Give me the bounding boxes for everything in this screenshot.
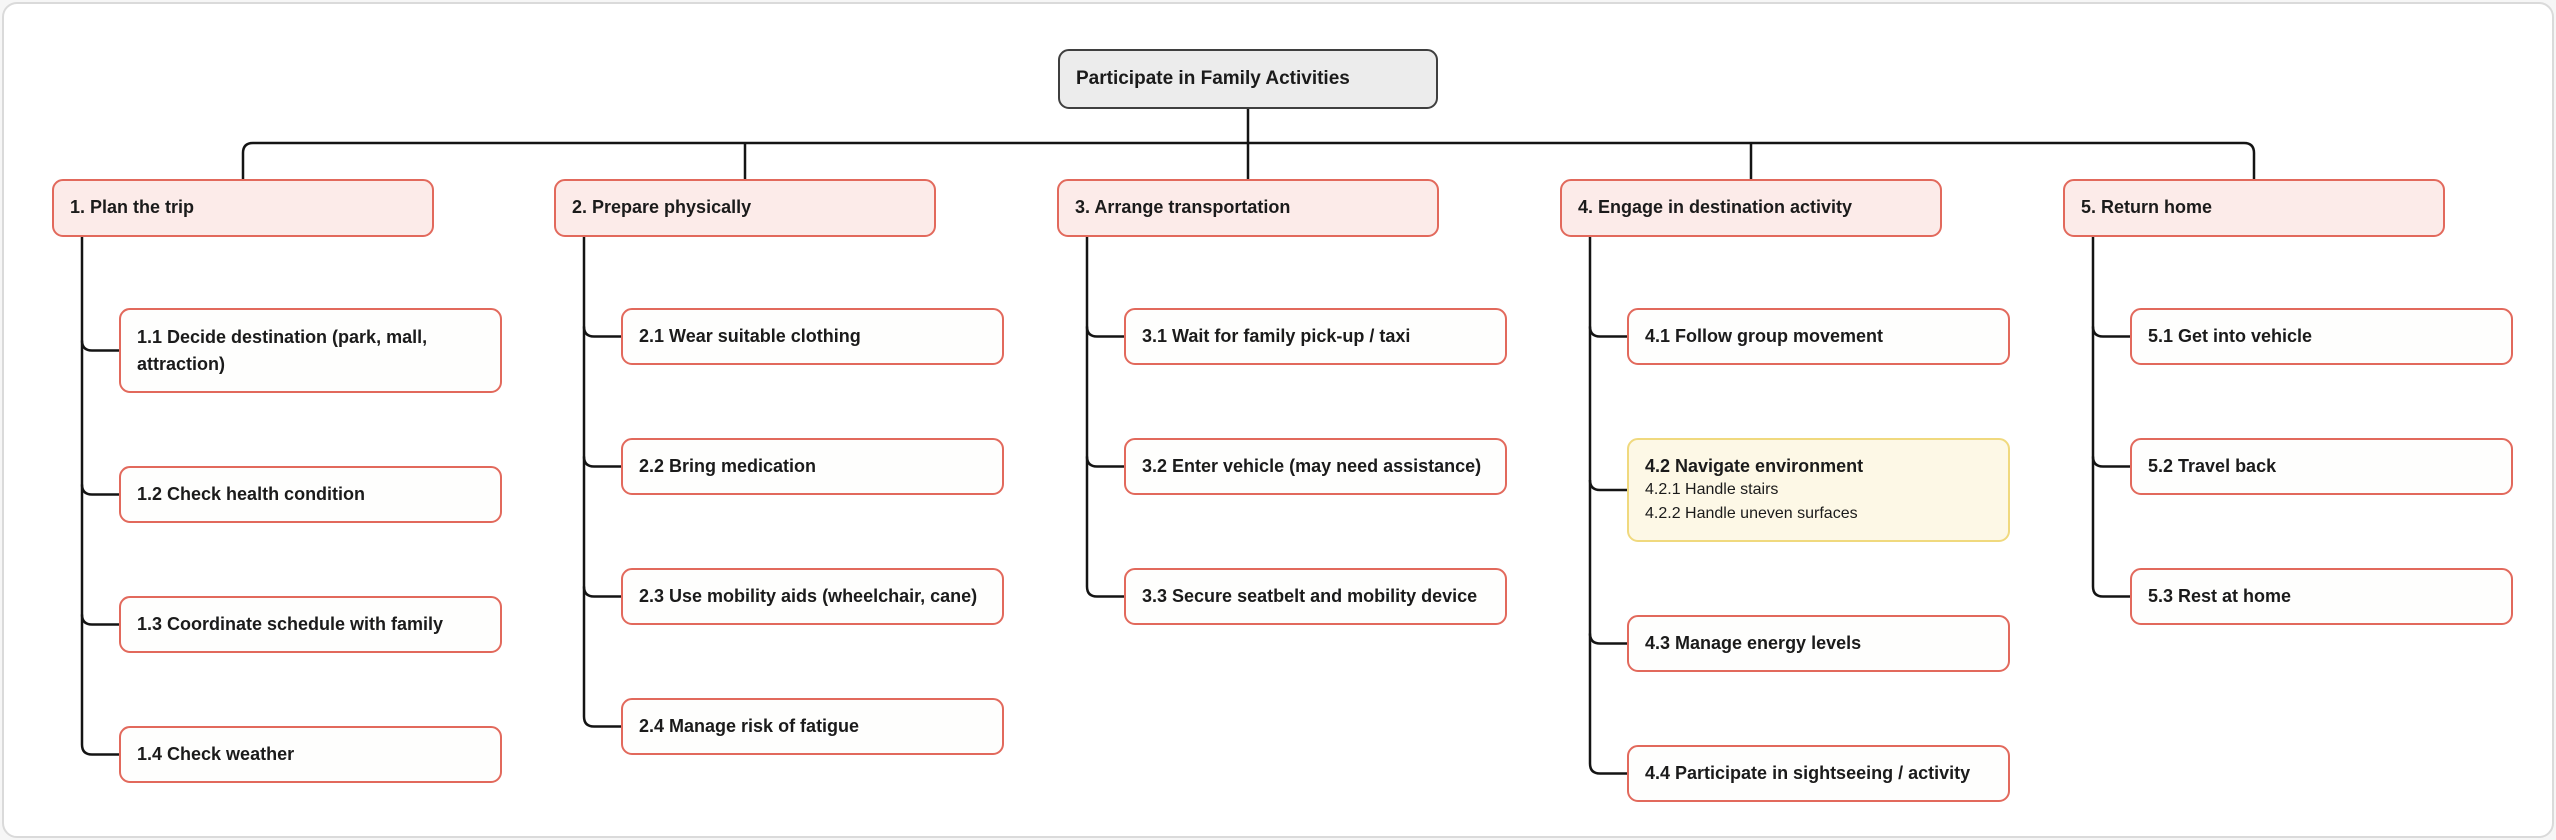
branch-1-label: 1. Plan the trip: [70, 197, 195, 218]
task-4-3-label: 4.3 Manage energy levels: [1645, 632, 1862, 653]
task-2-3-label: 2.3 Use mobility aids (wheelchair, cane): [639, 585, 978, 606]
connector-path: [1588, 237, 1627, 775]
root-node: Participate in Family Activities: [1058, 49, 1438, 109]
branch-2-label: 2. Prepare physically: [572, 197, 752, 218]
connector-path: [80, 484, 119, 496]
branch-4-label: 4. Engage in destination activity: [1578, 197, 1853, 218]
connector-path: [1085, 326, 1124, 338]
task-5-3-label: 5.3 Rest at home: [2148, 585, 2292, 606]
task-3-1-label: 3.1 Wait for family pick-up / taxi: [1142, 325, 1411, 346]
connector-path: [80, 340, 119, 352]
task-4-4-node: 4.4 Participate in sightseeing / activit…: [1627, 745, 2010, 802]
subtask-4-2-2-label: 4.2.2 Handle uneven surfaces: [1645, 505, 1858, 523]
task-1-1-label: 1.1 Decide destination (park, mall, attr…: [137, 326, 428, 374]
branch-5-label: 5. Return home: [2081, 197, 2213, 218]
task-2-1-label: 2.1 Wear suitable clothing: [639, 325, 861, 346]
connector-path: [582, 456, 621, 468]
connector-path: [2091, 326, 2130, 338]
task-4-1-label: 4.1 Follow group movement: [1645, 325, 1884, 346]
task-1-3-label: 1.3 Coordinate schedule with family: [137, 613, 444, 634]
task-5-1-label: 5.1 Get into vehicle: [2148, 325, 2313, 346]
task-2-1-node: 2.1 Wear suitable clothing: [621, 308, 1004, 365]
task-5-2-label: 5.2 Travel back: [2148, 455, 2277, 476]
root-node-label: Participate in Family Activities: [1076, 67, 1350, 89]
connector-path: [582, 586, 621, 598]
task-4-1-node: 4.1 Follow group movement: [1627, 308, 2010, 365]
connector-lines: [80, 109, 2256, 775]
branch-2-header: 2. Prepare physically: [554, 179, 936, 237]
connector-path: [1085, 237, 1124, 598]
connector-path: [582, 237, 621, 728]
branch-5-header: 5. Return home: [2063, 179, 2445, 237]
task-4-2-node: 4.2 Navigate environment 4.2.1 Handle sta…: [1627, 438, 2010, 542]
task-4-4-label: 4.4 Participate in sightseeing / activit…: [1645, 762, 1971, 783]
task-1-3-node: 1.3 Coordinate schedule with family: [119, 596, 502, 653]
connector-path: [80, 237, 119, 756]
task-1-1-node: 1.1 Decide destination (park, mall, attr…: [119, 308, 502, 393]
connector-path: [80, 614, 119, 626]
task-1-2-node: 1.2 Check health condition: [119, 466, 502, 523]
connector-path: [2091, 237, 2130, 598]
branch-3-label: 3. Arrange transportation: [1075, 197, 1291, 218]
connector-path: [582, 326, 621, 338]
subtask-4-2-1-label: 4.2.1 Handle stairs: [1645, 481, 1779, 499]
connector-path: [241, 141, 2256, 179]
task-2-2-node: 2.2 Bring medication: [621, 438, 1004, 495]
task-2-2-label: 2.2 Bring medication: [639, 455, 817, 476]
task-3-2-label: 3.2 Enter vehicle (may need assistance): [1142, 455, 1482, 476]
task-3-1-node: 3.1 Wait for family pick-up / taxi: [1124, 308, 1507, 365]
task-5-3-node: 5.3 Rest at home: [2130, 568, 2513, 625]
branch-4-header: 4. Engage in destination activity: [1560, 179, 1942, 237]
task-5-1-node: 5.1 Get into vehicle: [2130, 308, 2513, 365]
task-2-4-label: 2.4 Manage risk of fatigue: [639, 715, 860, 736]
connector-path: [1588, 633, 1627, 645]
task-3-3-label: 3.3 Secure seatbelt and mobility device: [1142, 585, 1478, 606]
branch-1-header: 1. Plan the trip: [52, 179, 434, 237]
connector-path: [1588, 479, 1627, 492]
task-1-4-node: 1.4 Check weather: [119, 726, 502, 783]
task-3-3-node: 3.3 Secure seatbelt and mobility device: [1124, 568, 1507, 625]
task-1-2-label: 1.2 Check health condition: [137, 483, 366, 504]
branch-3-header: 3. Arrange transportation: [1057, 179, 1439, 237]
connector-path: [2091, 456, 2130, 468]
task-3-2-node: 3.2 Enter vehicle (may need assistance): [1124, 438, 1507, 495]
task-4-2-label: 4.2 Navigate environment: [1645, 455, 1864, 476]
task-2-4-node: 2.4 Manage risk of fatigue: [621, 698, 1004, 755]
connector-path: [1085, 456, 1124, 468]
task-5-2-node: 5.2 Travel back: [2130, 438, 2513, 495]
task-1-4-label: 1.4 Check weather: [137, 743, 295, 764]
task-4-3-node: 4.3 Manage energy levels: [1627, 615, 2010, 672]
connector-path: [1588, 326, 1627, 338]
task-2-3-node: 2.3 Use mobility aids (wheelchair, cane): [621, 568, 1004, 625]
